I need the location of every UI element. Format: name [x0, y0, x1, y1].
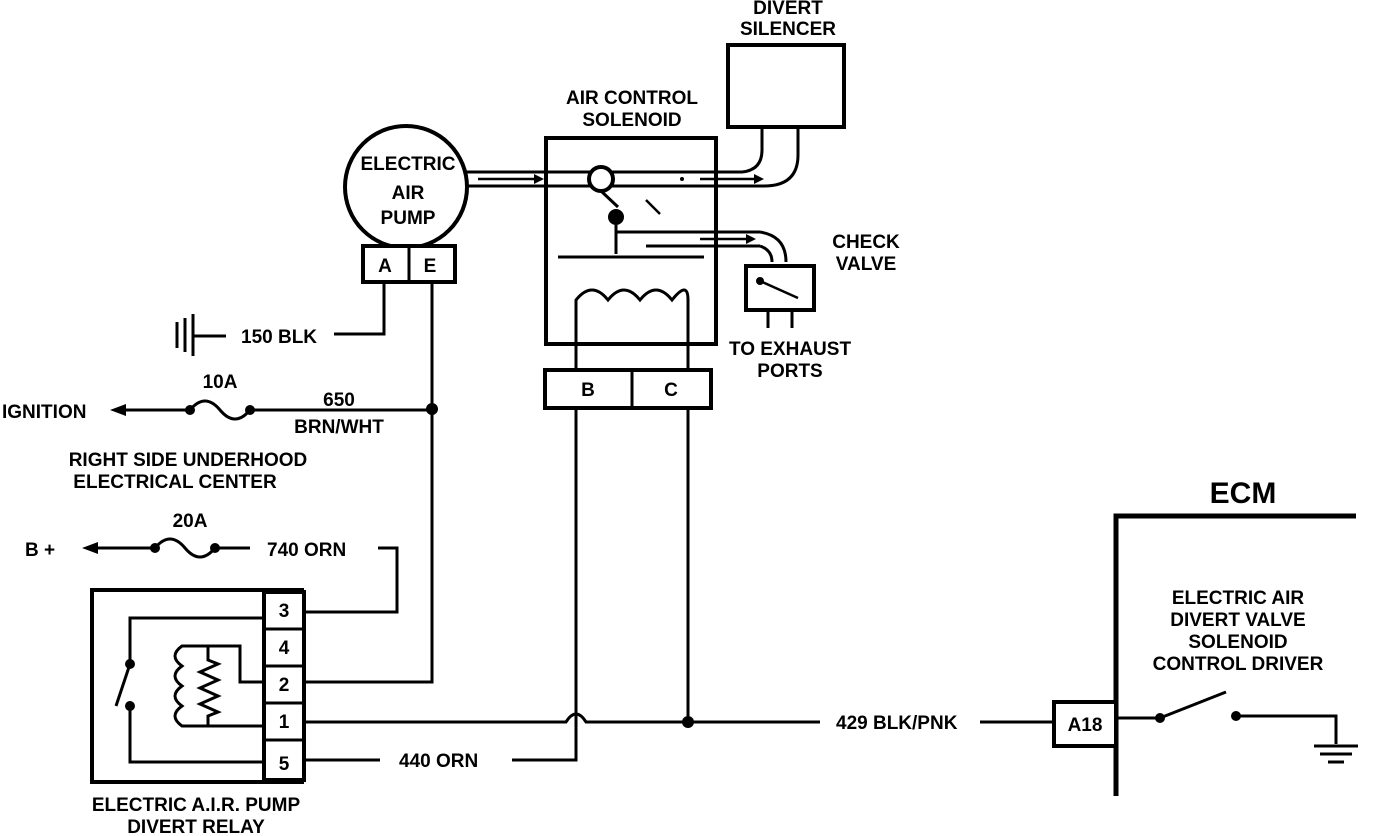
battery-fuse — [82, 537, 250, 559]
solenoid-connector — [543, 368, 713, 410]
relay-label-1: ELECTRIC A.I.R. PUMP — [92, 795, 301, 816]
wire-650-color: BRN/WHT — [294, 417, 384, 438]
ignition-label: IGNITION — [2, 402, 86, 423]
ecm-driver-label-2: DIVERT VALVE — [1170, 610, 1305, 631]
air-control-solenoid-label-1: AIR CONTROL — [566, 88, 698, 109]
relay-pin-4: 4 — [279, 638, 290, 659]
relay-pin-3: 3 — [279, 601, 290, 622]
pump-label-1: ELECTRIC — [361, 154, 456, 175]
wire-650-number: 650 — [323, 390, 355, 411]
ground-symbol — [175, 314, 226, 356]
solenoid-pin-c: C — [664, 380, 678, 401]
splice-650 — [426, 403, 438, 415]
wire-740-orn — [306, 546, 399, 614]
solenoid-pin-b: B — [581, 380, 595, 401]
relay-pin-1: 1 — [279, 712, 290, 733]
air-control-solenoid-label-2: SOLENOID — [582, 110, 681, 131]
ecm-driver-label-3: SOLENOID — [1188, 632, 1287, 653]
ecm-driver-label-1: ELECTRIC AIR — [1172, 588, 1305, 609]
relay-connector — [262, 590, 306, 782]
ecm-driver-switch — [1116, 690, 1338, 744]
airflow-arrows — [478, 174, 764, 244]
ecm-pin-a18: A18 — [1068, 715, 1103, 736]
pump-pin-a: A — [378, 256, 392, 277]
ignition-fuse — [110, 399, 432, 421]
exhaust-ports-label-1: TO EXHAUST — [729, 339, 852, 360]
check-valve-label-1: CHECK — [832, 232, 900, 253]
electric-air-pump — [343, 124, 546, 250]
relay-pin-2: 2 — [279, 675, 290, 696]
check-valve-label-2: VALVE — [836, 254, 897, 275]
divert-silencer-label-1: DIVERT — [753, 0, 823, 19]
wire-740-label: 740 ORN — [267, 540, 346, 561]
battery-label: B + — [25, 540, 55, 561]
relay-label-2: DIVERT RELAY — [127, 817, 265, 836]
wire-429-left — [306, 712, 820, 724]
divert-silencer-label-2: SILENCER — [740, 19, 836, 40]
wire-pump-e — [306, 282, 434, 684]
divert-silencer — [724, 43, 846, 188]
ecm-ground-icon — [1314, 744, 1358, 764]
ecm-title: ECM — [1210, 477, 1277, 510]
ecm-driver-label-4: CONTROL DRIVER — [1153, 654, 1324, 675]
ignition-fuse-rating: 10A — [203, 372, 238, 393]
exhaust-ports-label-2: PORTS — [757, 361, 822, 382]
wire-440-label: 440 ORN — [399, 751, 478, 772]
ground-wire-label: 150 BLK — [241, 327, 317, 348]
fuse-center-label-2: ELECTRICAL CENTER — [73, 472, 277, 493]
ecm-connector — [1052, 700, 1118, 748]
fuse-center-label-1: RIGHT SIDE UNDERHOOD — [69, 450, 308, 471]
wire-429-label: 429 BLK/PNK — [836, 713, 958, 734]
check-valve — [744, 264, 816, 328]
wire-solenoid-b — [512, 408, 578, 762]
pump-label-2: AIR — [392, 183, 425, 204]
pump-pin-e: E — [424, 256, 437, 277]
pump-label-3: PUMP — [381, 208, 436, 229]
relay-pin-5: 5 — [279, 754, 290, 775]
pump-connector — [361, 244, 457, 284]
air-control-solenoid — [544, 136, 788, 370]
battery-fuse-rating: 20A — [173, 511, 208, 532]
wire-150-blk — [334, 282, 386, 336]
